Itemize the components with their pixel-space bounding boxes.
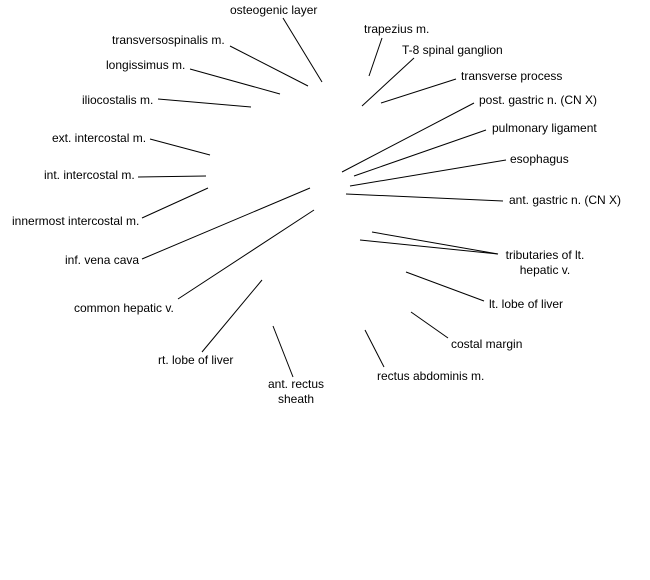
label-ant-rectus-line-2: sheath: [277, 392, 315, 406]
label-common-hepatic: common hepatic v.: [74, 301, 174, 315]
label-ant-gastric: ant. gastric n. (CN X): [509, 193, 622, 207]
label-osteogenic-layer: osteogenic layer: [230, 3, 318, 17]
label-ext-intercostal: ext. intercostal m.: [52, 131, 147, 145]
leader-transversospinalis: [229, 45, 309, 87]
leader-tributaries-upper: [371, 231, 499, 255]
label-pulmonary-ligament: pulmonary ligament: [492, 121, 597, 135]
label-longissimus: longissimus m.: [106, 58, 186, 72]
label-transverse-process: transverse process: [461, 69, 563, 83]
label-post-gastric: post. gastric n. (CN X): [479, 93, 598, 107]
leader-t8-spinal-ganglion: [361, 57, 415, 107]
leader-tributaries-lower: [359, 239, 499, 255]
label-tributaries-line-2: hepatic v.: [519, 263, 571, 277]
leader-longissimus: [189, 68, 281, 95]
leader-iliocostalis: [157, 98, 252, 108]
leader-pulmonary-ligament: [353, 129, 487, 177]
leader-transverse-process: [380, 78, 457, 104]
label-rectus-abdominis: rectus abdominis m.: [377, 369, 485, 383]
leader-innermost-intercostal: [141, 187, 209, 219]
leader-ant-gastric: [345, 193, 504, 202]
label-ant-rectus-line-1: ant. rectus: [267, 377, 325, 391]
leader-ant-rectus-sheath: [272, 325, 294, 378]
label-transversospinalis: transversospinalis m.: [112, 33, 225, 47]
label-int-intercostal: int. intercostal m.: [44, 168, 135, 182]
label-costal-margin: costal margin: [451, 337, 523, 351]
label-tributaries-lt-hepatic: tributaries of lt. hepatic v.: [502, 248, 588, 278]
label-iliocostalis: iliocostalis m.: [82, 93, 154, 107]
label-esophagus: esophagus: [510, 152, 569, 166]
label-t8-spinal-ganglion: T-8 spinal ganglion: [402, 43, 503, 57]
leader-post-gastric: [341, 102, 475, 173]
label-lt-lobe-liver: lt. lobe of liver: [489, 297, 564, 311]
leader-rt-lobe-liver: [201, 279, 263, 353]
leader-trapezius: [368, 37, 383, 77]
label-inf-vena-cava: inf. vena cava: [65, 253, 140, 267]
label-rt-lobe-liver: rt. lobe of liver: [158, 353, 234, 367]
label-tributaries-line-1: tributaries of lt.: [505, 248, 585, 262]
leader-osteogenic-layer: [282, 17, 323, 83]
label-innermost-intercostal: innermost intercostal m.: [12, 214, 140, 228]
leader-costal-margin: [410, 311, 449, 339]
leader-inf-vena-cava: [141, 187, 311, 260]
label-trapezius: trapezius m.: [364, 22, 430, 36]
leader-common-hepatic: [177, 209, 315, 300]
leader-ext-intercostal: [149, 138, 211, 156]
leader-esophagus: [349, 159, 507, 187]
leader-lt-lobe-liver: [405, 271, 485, 302]
leader-int-intercostal: [137, 175, 207, 178]
leader-rectus-abdominis: [364, 329, 385, 368]
label-ant-rectus-sheath: ant. rectus sheath: [258, 377, 334, 407]
